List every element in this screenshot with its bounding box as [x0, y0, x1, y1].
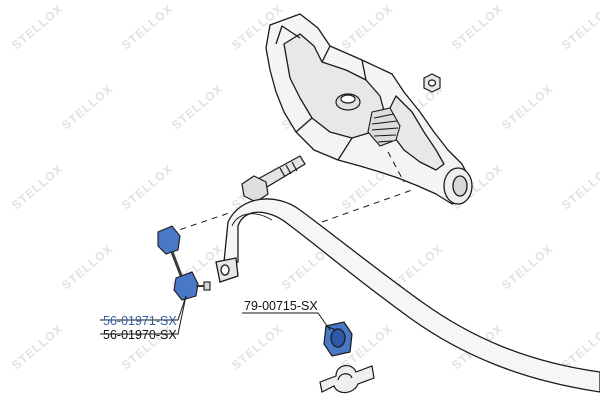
spring-seat — [335, 93, 361, 111]
control-arm — [265, 13, 471, 205]
pivot-bolt — [241, 155, 306, 203]
watermark-logo: STELLOX — [229, 322, 286, 373]
stabilizer-link-part — [157, 225, 211, 301]
label-stabilizer-link-secondary: 56-01970-SX — [103, 328, 177, 342]
watermark-logo: STELLOX — [499, 82, 556, 133]
label-stabilizer-bushing: 79-00715-SX — [244, 299, 318, 313]
bump-stop — [367, 107, 401, 147]
arm-bushing — [443, 167, 473, 205]
watermark-logo: STELLOX — [559, 2, 600, 53]
hex-nut — [423, 73, 441, 93]
watermark-logo: STELLOX — [9, 322, 66, 373]
label-stabilizer-link-primary: 56-01971-SX — [103, 314, 177, 328]
watermark-logo: STELLOX — [59, 242, 116, 293]
leader-lines — [100, 295, 331, 335]
watermark-logo: STELLOX — [59, 82, 116, 133]
watermark-logo: STELLOX — [499, 242, 556, 293]
watermark-logo: STELLOX — [559, 322, 600, 373]
watermark-logo: STELLOX — [9, 162, 66, 213]
watermark-logo: STELLOX — [169, 82, 226, 133]
watermark-logo: STELLOX — [119, 162, 176, 213]
watermark-logo: STELLOX — [449, 2, 506, 53]
watermark-logo: STELLOX — [9, 2, 66, 53]
watermark-logo: STELLOX — [559, 162, 600, 213]
bushing-bracket — [319, 365, 375, 394]
assembly-guide-lines — [169, 151, 413, 234]
watermark-logo: STELLOX — [339, 2, 396, 53]
watermark-logo: STELLOX — [119, 2, 176, 53]
stabilizer-bushing-part — [323, 321, 353, 357]
stabilizer-bar — [215, 198, 600, 393]
